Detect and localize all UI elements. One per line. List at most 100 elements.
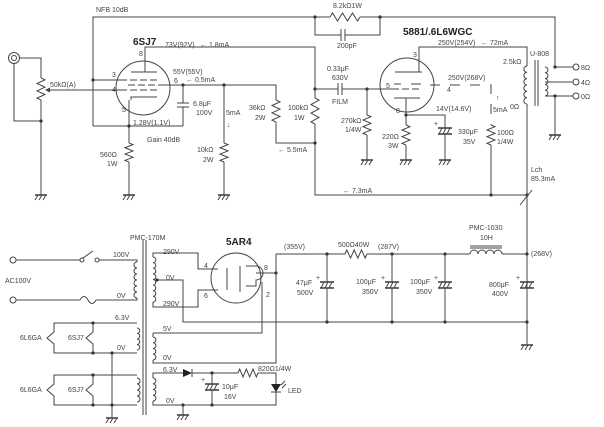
c100b-voltage: 350V (416, 289, 433, 296)
tap-4-label: 4Ω (581, 80, 590, 87)
junction-dot (155, 278, 159, 282)
primary-100v: 100V (113, 252, 130, 259)
wire (314, 17, 341, 36)
v1-pin-label: 5 (122, 107, 126, 114)
ground-icon (520, 344, 533, 351)
lch-measure-mark (519, 189, 533, 206)
c033-voltage: 630V (332, 75, 349, 82)
ground-hatch (368, 159, 373, 166)
ground-hatch (184, 414, 189, 421)
ground-hatch (446, 159, 451, 166)
resistor-symbol (237, 367, 259, 379)
junction-dot (91, 321, 95, 325)
v2-pin-label: 3 (413, 52, 417, 59)
v268-label: (268V) (531, 251, 552, 258)
r36k-value: 36kΩ (249, 105, 266, 112)
wire (418, 46, 528, 72)
resistor-symbol (361, 114, 373, 136)
wire (99, 259, 138, 262)
led-icon (271, 384, 281, 392)
ground-hatch (122, 194, 127, 201)
r270-value: 270kΩ (341, 118, 361, 125)
capacitor-hatch (328, 281, 333, 289)
ground-hatch (548, 134, 553, 141)
wire (275, 122, 315, 144)
r220-value: 220Ω (382, 134, 399, 141)
nfb-label: NFB 10dB (96, 7, 129, 14)
v1-plate-current: ← 1.8mA (200, 42, 230, 49)
v2-tube-name: 5881/.6L6WGC (403, 27, 472, 38)
r560-value: 560Ω (100, 152, 117, 159)
heater1-6sj7-label: 6SJ7 (68, 335, 84, 342)
gain-label: Gain 40dB (147, 137, 180, 144)
capacitor-hatch (320, 281, 325, 289)
filament-5v: 5V (163, 326, 172, 333)
plus-sign: + (201, 377, 205, 384)
wire (165, 84, 277, 100)
electrolytic-capacitor-symbol: + (381, 275, 399, 289)
capacitor-hatch (324, 281, 329, 289)
ground-icon (105, 417, 118, 424)
ground-hatch (364, 159, 369, 166)
ground-hatch (126, 194, 131, 201)
wire (314, 124, 527, 196)
capacitor-hatch (385, 281, 390, 289)
wire (360, 16, 573, 68)
v2-plate-current: ← 72mA (481, 40, 509, 47)
fuse-icon (79, 296, 97, 304)
c800-voltage: 400V (492, 291, 509, 298)
c330-value: 330μF (458, 129, 478, 136)
ground-hatch (113, 417, 118, 424)
lch-current: 85.3mA (531, 176, 555, 183)
r100k-watt: 1W (294, 115, 305, 122)
capacitor-hatch (389, 281, 394, 289)
capacitor-hatch (205, 383, 210, 391)
c68-value: 6.8μF (193, 101, 211, 108)
wire (85, 323, 94, 353)
terminal-icon (572, 92, 580, 100)
ground-hatch (403, 159, 408, 166)
power-transformer-name: PMC-170M (130, 235, 166, 242)
r10k-watt: 2W (203, 157, 214, 164)
ground-hatch (130, 194, 135, 201)
heater1-6l6-label: 6L6GA (20, 335, 42, 342)
wire (152, 372, 183, 378)
resistor-symbol (400, 124, 412, 146)
coil-symbol (152, 336, 157, 361)
choke-value: 10H (480, 235, 493, 242)
junction-dot (91, 351, 95, 355)
wire (19, 57, 42, 78)
ground-hatch (552, 134, 557, 141)
ground-hatch (176, 414, 181, 421)
rect-pin-label: 4 (204, 263, 208, 270)
junction-dot (39, 119, 43, 123)
v355-label: (355V) (284, 244, 305, 251)
r270-watt: 1/4W (345, 127, 362, 134)
current-arrow-down: ↓ (227, 122, 231, 129)
current-55-label: ← 5.5mA (278, 147, 308, 154)
wire (92, 16, 330, 126)
ground-hatch (34, 194, 39, 201)
r36k-watt: 2W (255, 115, 266, 122)
wire (144, 46, 316, 98)
ground-hatch (180, 414, 185, 421)
choke-name: PMC-1030 (469, 225, 503, 232)
coil-symbol (152, 256, 157, 303)
c800-value: 800μF (489, 282, 509, 289)
ground-hatch (109, 417, 114, 424)
ground-hatch (438, 159, 443, 166)
heater2-6l6-label: 6L6GA (20, 387, 42, 394)
terminal-icon (9, 256, 17, 264)
wire (152, 289, 212, 308)
ot-primary-zero: 0Ω (510, 104, 519, 111)
r10k-value: 10kΩ (197, 147, 214, 154)
v1-pin-label: 4 (112, 87, 116, 94)
r82k-label: 8.2kΩ1W (333, 3, 362, 10)
plus-sign: + (434, 121, 438, 128)
capacitor-hatch (528, 281, 533, 289)
v2-cathode-voltage: 14V(14.6V) (436, 106, 471, 113)
junction-dot (127, 124, 131, 128)
ground-hatch (407, 159, 412, 166)
